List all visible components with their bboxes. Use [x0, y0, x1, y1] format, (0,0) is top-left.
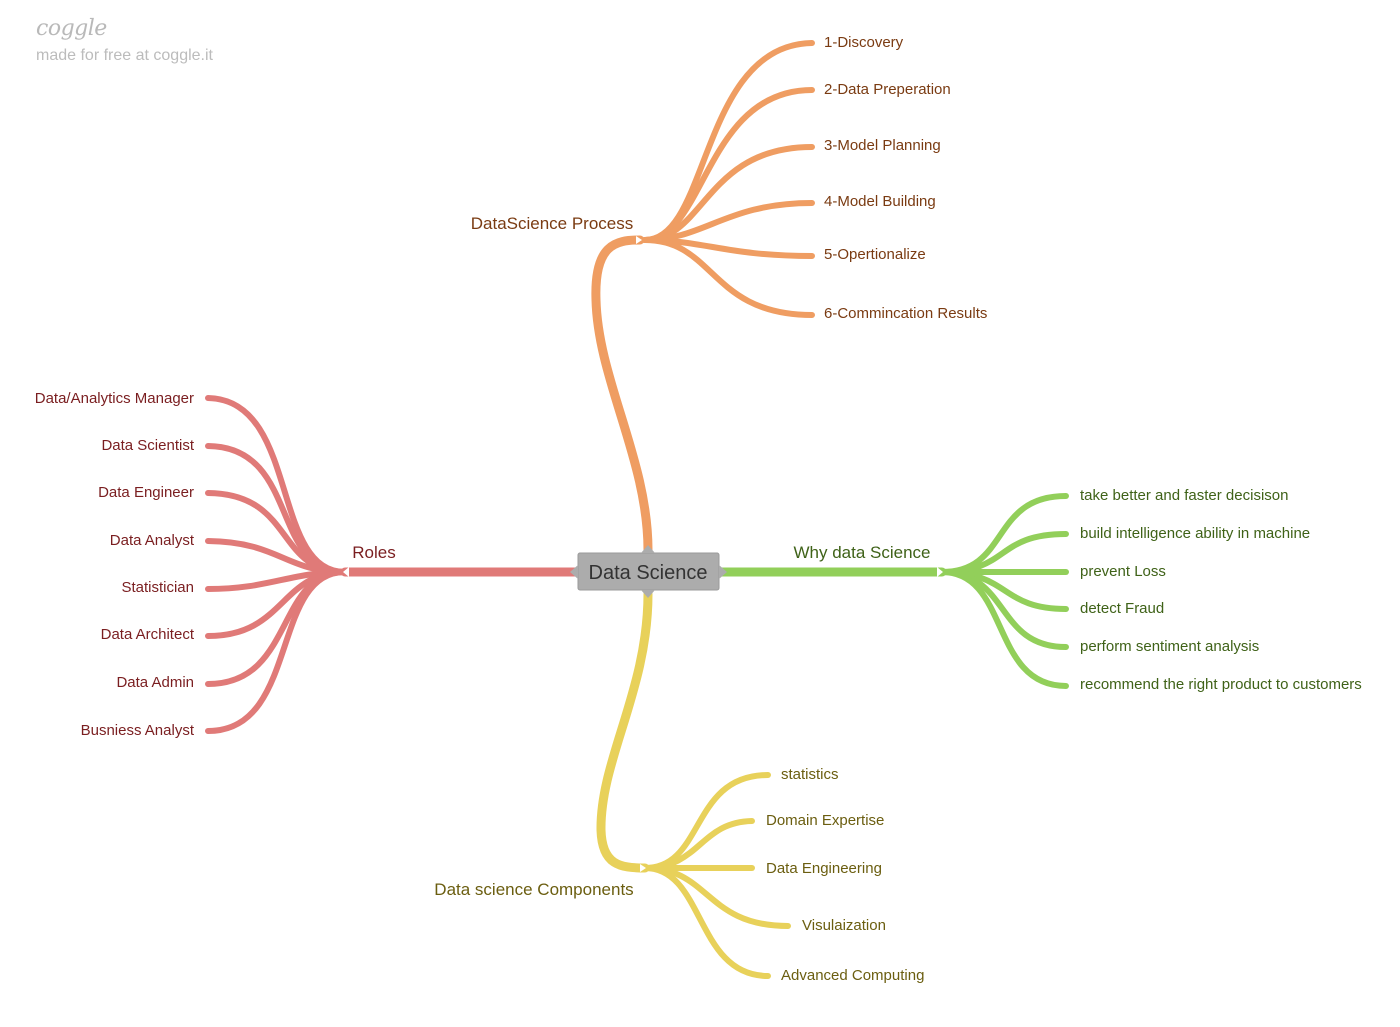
branch-roles	[205, 395, 580, 734]
branch-joints	[343, 236, 943, 872]
leaf-component-3[interactable]: Data Engineering	[766, 860, 882, 877]
branch-label-roles[interactable]: Roles	[352, 543, 395, 562]
leaf-process-6[interactable]: 6-Commincation Results	[824, 305, 987, 322]
why-leaves: take better and faster decisison build i…	[1080, 487, 1362, 693]
leaf-role-4[interactable]: Data Analyst	[110, 532, 195, 549]
leaf-why-5[interactable]: perform sentiment analysis	[1080, 638, 1259, 655]
twig-6-commincation-results	[642, 237, 815, 318]
leaf-role-2[interactable]: Data Scientist	[101, 437, 194, 454]
leaf-process-5[interactable]: 5-Opertionalize	[824, 246, 926, 263]
roles-leaves: Data/Analytics Manager Data Scientist Da…	[35, 390, 195, 739]
leaf-role-1[interactable]: Data/Analytics Manager	[35, 390, 194, 407]
leaf-component-1[interactable]: statistics	[781, 766, 839, 783]
leaf-why-4[interactable]: detect Fraud	[1080, 600, 1164, 617]
twig-data-engineer	[205, 490, 348, 575]
branch-data-science-components	[596, 589, 791, 979]
leaf-process-1[interactable]: 1-Discovery	[824, 34, 904, 51]
joint-process	[636, 236, 642, 244]
branch-link-process	[591, 235, 653, 555]
leaf-why-3[interactable]: prevent Loss	[1080, 563, 1166, 580]
coggle-watermark: coggle made for free at coggle.it	[36, 16, 213, 65]
center-node[interactable]: Data Science	[570, 545, 727, 598]
leaf-role-5[interactable]: Statistician	[121, 579, 194, 596]
leaf-process-3[interactable]: 3-Model Planning	[824, 137, 941, 154]
center-notch-top	[641, 545, 655, 553]
leaf-component-4[interactable]: Visulaization	[802, 917, 886, 934]
leaf-role-7[interactable]: Data Admin	[116, 674, 194, 691]
made-for-free-text: made for free at coggle.it	[36, 47, 213, 64]
twig-busniess-analyst	[205, 569, 348, 734]
branch-link-components	[596, 589, 653, 873]
center-node-label: Data Science	[589, 562, 708, 584]
leaf-role-6[interactable]: Data Architect	[101, 626, 195, 643]
leaf-component-2[interactable]: Domain Expertise	[766, 812, 884, 829]
joint-roles	[343, 567, 349, 577]
center-notch-left	[570, 565, 578, 579]
leaf-process-4[interactable]: 4-Model Building	[824, 193, 936, 210]
branch-label-components[interactable]: Data science Components	[434, 880, 633, 899]
branch-label-process[interactable]: DataScience Process	[471, 214, 634, 233]
leaf-why-1[interactable]: take better and faster decisison	[1080, 487, 1288, 504]
leaf-process-2[interactable]: 2-Data Preperation	[824, 81, 951, 98]
process-leaves: 1-Discovery 2-Data Preperation 3-Model P…	[824, 34, 987, 322]
center-notch-right	[719, 565, 727, 579]
leaf-why-2[interactable]: build intelligence ability in machine	[1080, 525, 1310, 542]
joint-why	[937, 567, 943, 577]
twig-data-analytics-manager	[205, 395, 348, 575]
branch-why-data-science	[717, 493, 1069, 689]
leaf-component-5[interactable]: Advanced Computing	[781, 967, 924, 984]
leaf-why-6[interactable]: recommend the right product to customers	[1080, 676, 1362, 693]
joint-components	[640, 864, 646, 872]
twig-recommend-products	[939, 569, 1069, 689]
leaf-role-3[interactable]: Data Engineer	[98, 484, 194, 501]
center-notch-bottom	[641, 590, 655, 598]
twig-advanced-computing	[642, 865, 771, 979]
components-leaves: statistics Domain Expertise Data Enginee…	[766, 766, 924, 984]
coggle-logo: coggle	[36, 16, 107, 41]
branch-label-why[interactable]: Why data Science	[793, 543, 930, 562]
branch-datascience-process	[591, 40, 815, 555]
leaf-role-8[interactable]: Busniess Analyst	[81, 722, 195, 739]
twig-build-intelligence	[939, 531, 1069, 575]
